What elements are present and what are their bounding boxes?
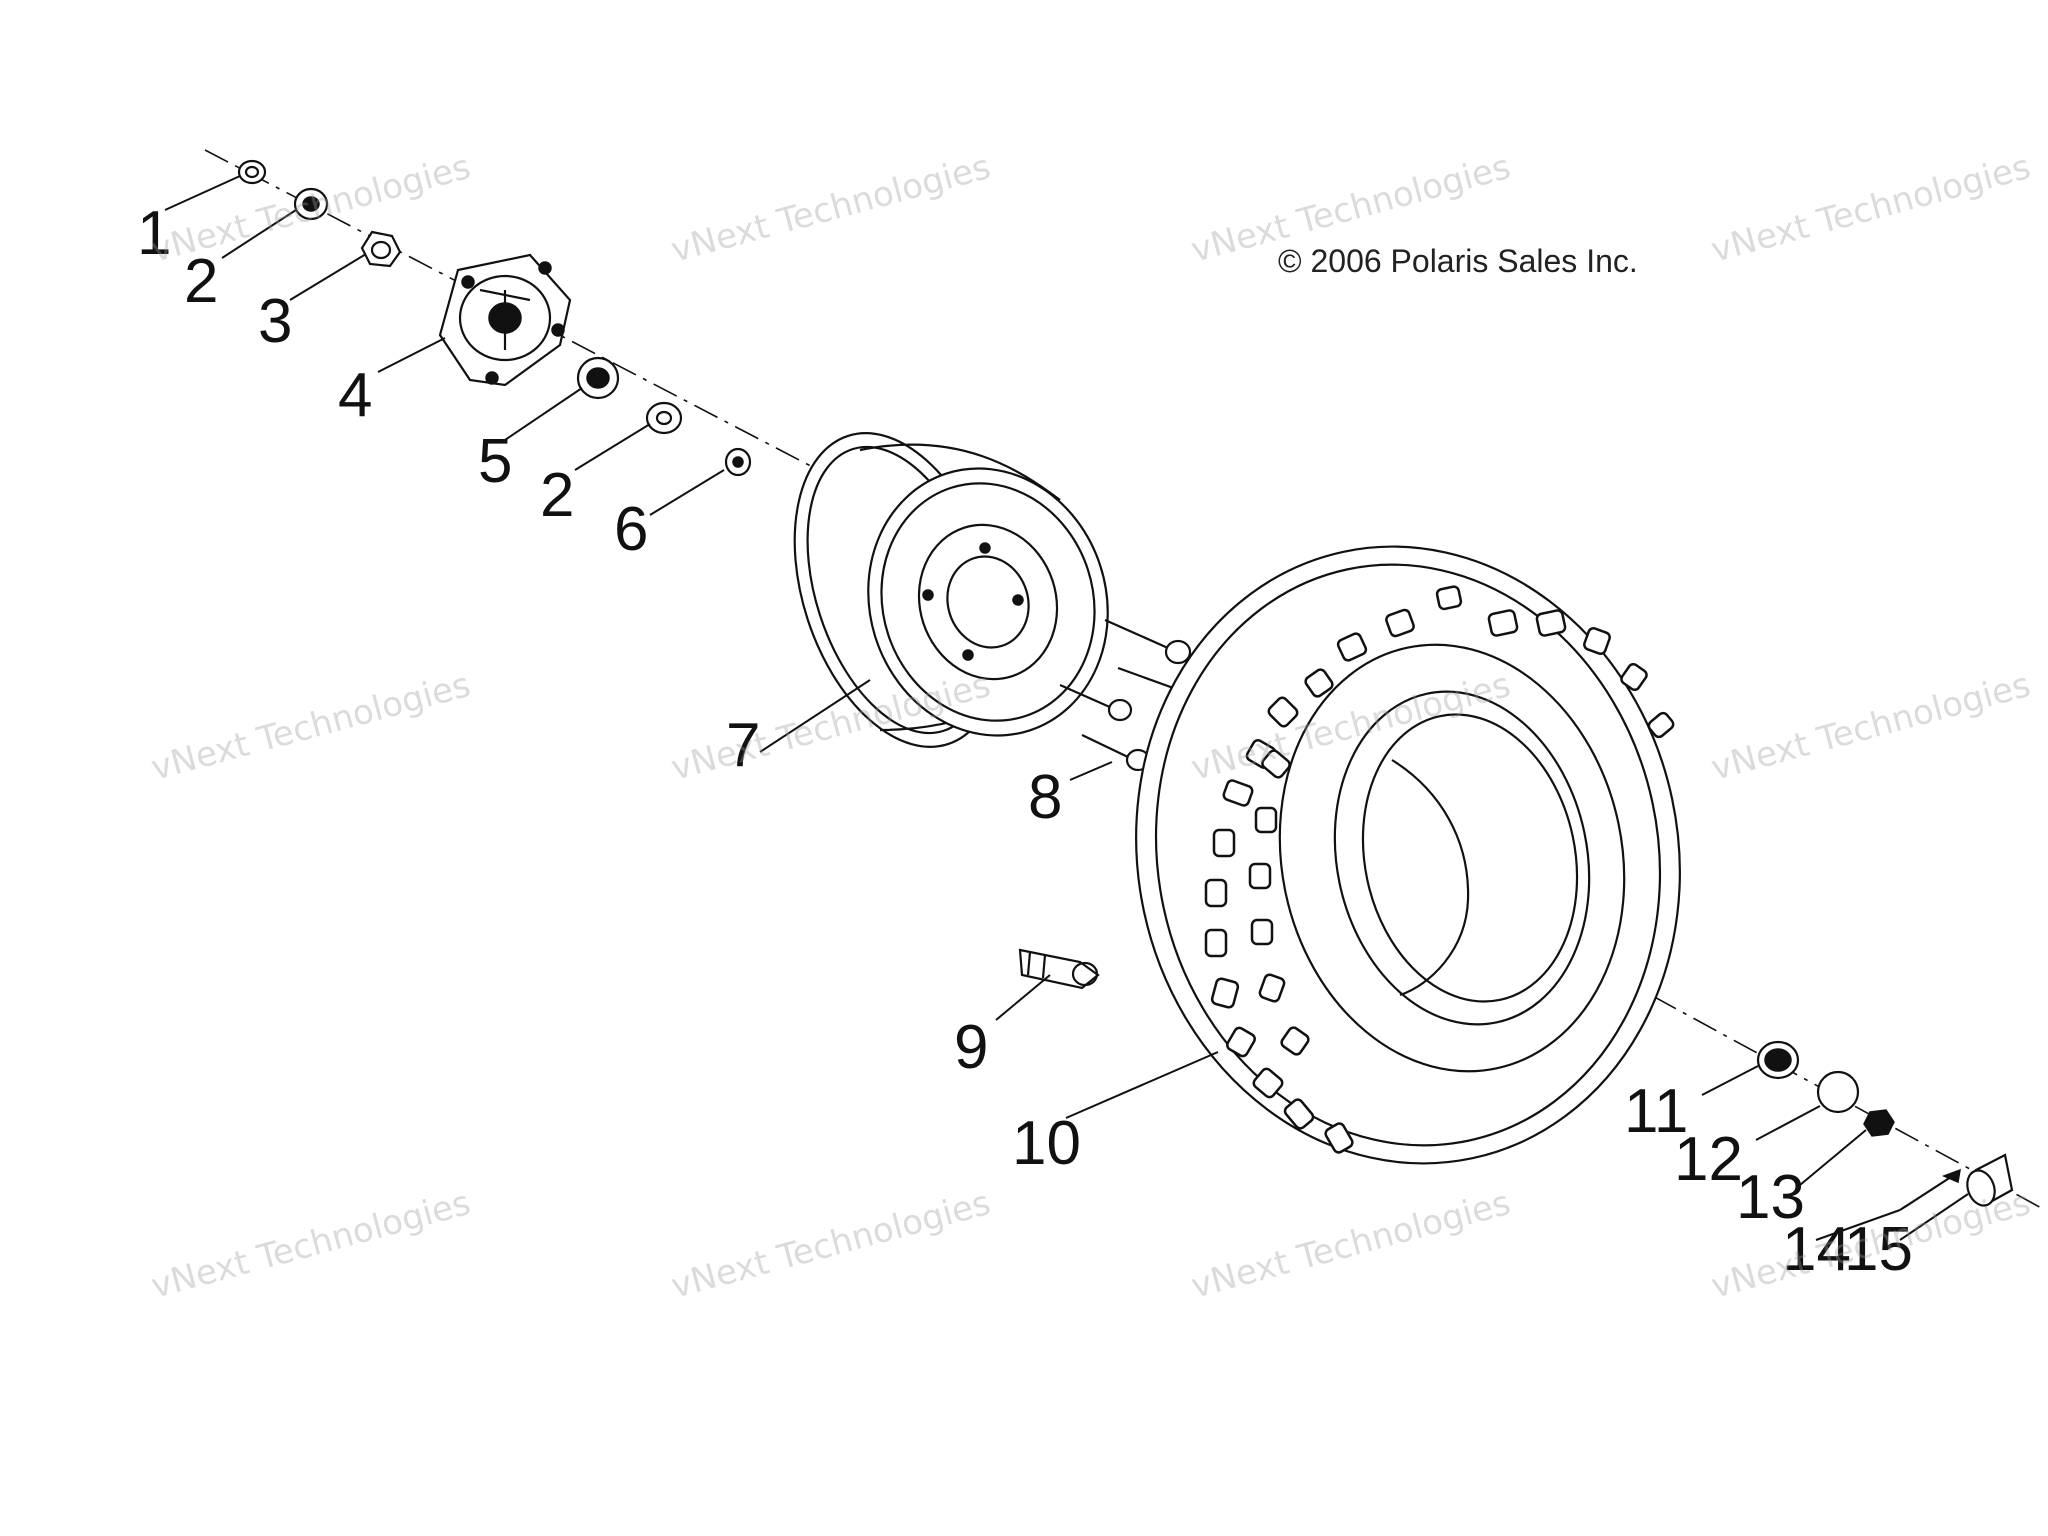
callout-1: 1 [137,199,171,268]
tire-tread-blocks [1204,585,1675,1154]
part-4-hub [438,253,572,387]
part-11-washer [1756,1040,1800,1080]
part-7-rim [793,432,1109,748]
svg-text:vNext Technologies: vNext Technologies [667,147,995,271]
callout-3: 3 [258,287,292,356]
svg-text:vNext Technologies: vNext Technologies [1707,147,2035,271]
callout-13: 13 [1736,1163,1805,1232]
callout-15: 15 [1844,1215,1913,1284]
callout-11: 11 [1624,1077,1688,1146]
part-2-washer [293,187,329,221]
svg-text:vNext Technologies: vNext Technologies [667,1183,995,1307]
part-9-valve-stem [1018,948,1100,990]
svg-text:vNext Technologies: vNext Technologies [1187,1183,1515,1307]
callout-4: 4 [338,361,372,430]
part-15-dust-cap [1966,1153,2014,1207]
part-1-nut [237,159,267,185]
part-3-nut [360,230,402,268]
callout-7: 7 [726,711,760,780]
axis-line-lower [1329,819,2046,1211]
callout-8: 8 [1028,763,1062,832]
part-13-nut [1863,1109,1895,1137]
callout-9: 9 [954,1013,988,1082]
callout-5: 5 [478,427,512,496]
svg-text:vNext Technologies: vNext Technologies [147,665,475,789]
callout-6: 6 [614,495,648,564]
part-12-cap [1816,1070,1860,1114]
watermarks: vNext Technologies vNext Technologies vN… [147,147,2035,1307]
svg-text:vNext Technologies: vNext Technologies [147,147,475,271]
leader-lines [164,175,1969,1241]
part-5-bearing [576,356,620,400]
callout-10: 10 [1012,1109,1081,1178]
part-14-cotter-pin [1899,1168,1961,1211]
svg-text:vNext Technologies: vNext Technologies [1707,665,2035,789]
callout-14: 14 [1782,1215,1851,1284]
svg-text:vNext Technologies: vNext Technologies [147,1183,475,1307]
callout-2a: 2 [184,247,218,316]
part-6-nut [724,447,752,477]
part-10-tire [1135,545,1681,1165]
callout-2b: 2 [540,461,574,530]
part-2b-washer [645,401,683,435]
copyright-text: © 2006 Polaris Sales Inc. [1278,243,1638,279]
callout-12: 12 [1674,1125,1743,1194]
